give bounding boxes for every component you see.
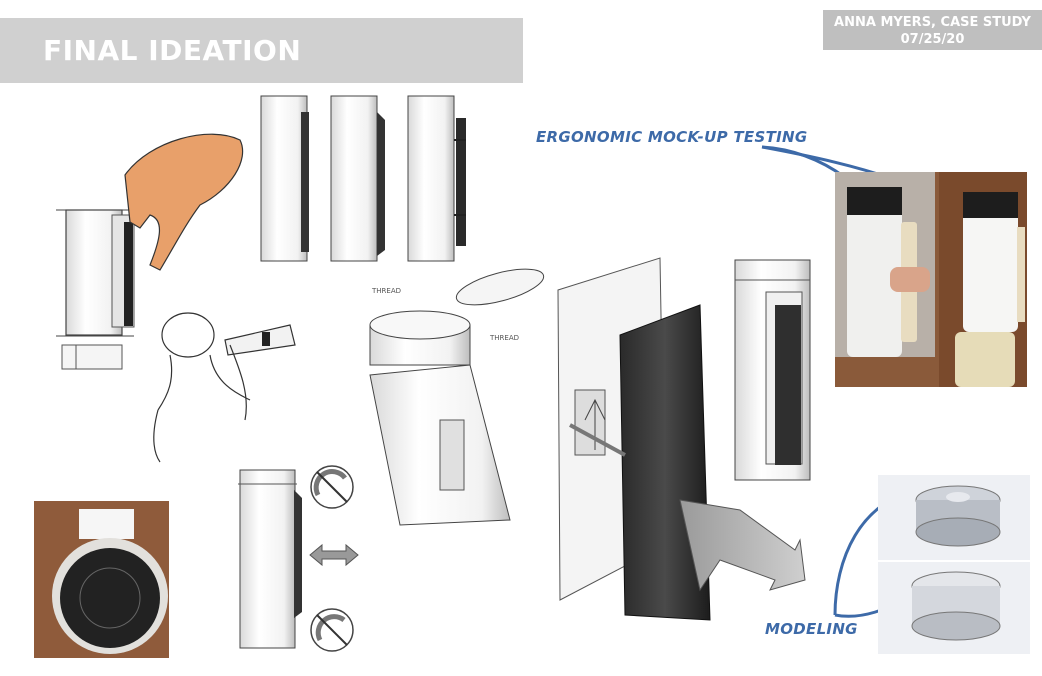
author-label: ANNA MYERS, CASE STUDY	[834, 15, 1031, 30]
sketch-person-drinking	[153, 312, 296, 463]
ergonomic-mockup-photo	[835, 172, 1027, 387]
title-bar	[0, 18, 523, 83]
bottle-lid-photo	[34, 501, 169, 658]
rotate-prohibited-icon-2	[310, 608, 354, 652]
author-date-box: ANNA MYERS, CASE STUDY 07/25/20	[823, 10, 1042, 50]
ergonomic-label: ERGONOMIC MOCK-UP TESTING	[536, 128, 808, 146]
date-label: 07/25/20	[900, 32, 965, 47]
sketch-handle-variants	[260, 95, 466, 262]
modeling-render-lid	[878, 475, 1030, 560]
modeling-render-ring	[878, 562, 1030, 654]
sketch-inset-handle	[734, 259, 811, 481]
thread-label-b: THREAD	[489, 334, 519, 342]
modeling-label: MODELING	[765, 620, 858, 638]
rotate-prohibited-icon	[310, 465, 354, 509]
sketch-wall-mount	[557, 257, 806, 621]
sketch-open-bottle: THREAD THREAD	[369, 268, 545, 526]
sketch-side-bottle	[238, 469, 302, 649]
sketch-bottle-hand	[56, 133, 244, 370]
slide-arrow-icon	[309, 543, 359, 567]
page-title: FINAL IDEATION	[43, 34, 302, 67]
thread-label-a: THREAD	[371, 287, 401, 295]
